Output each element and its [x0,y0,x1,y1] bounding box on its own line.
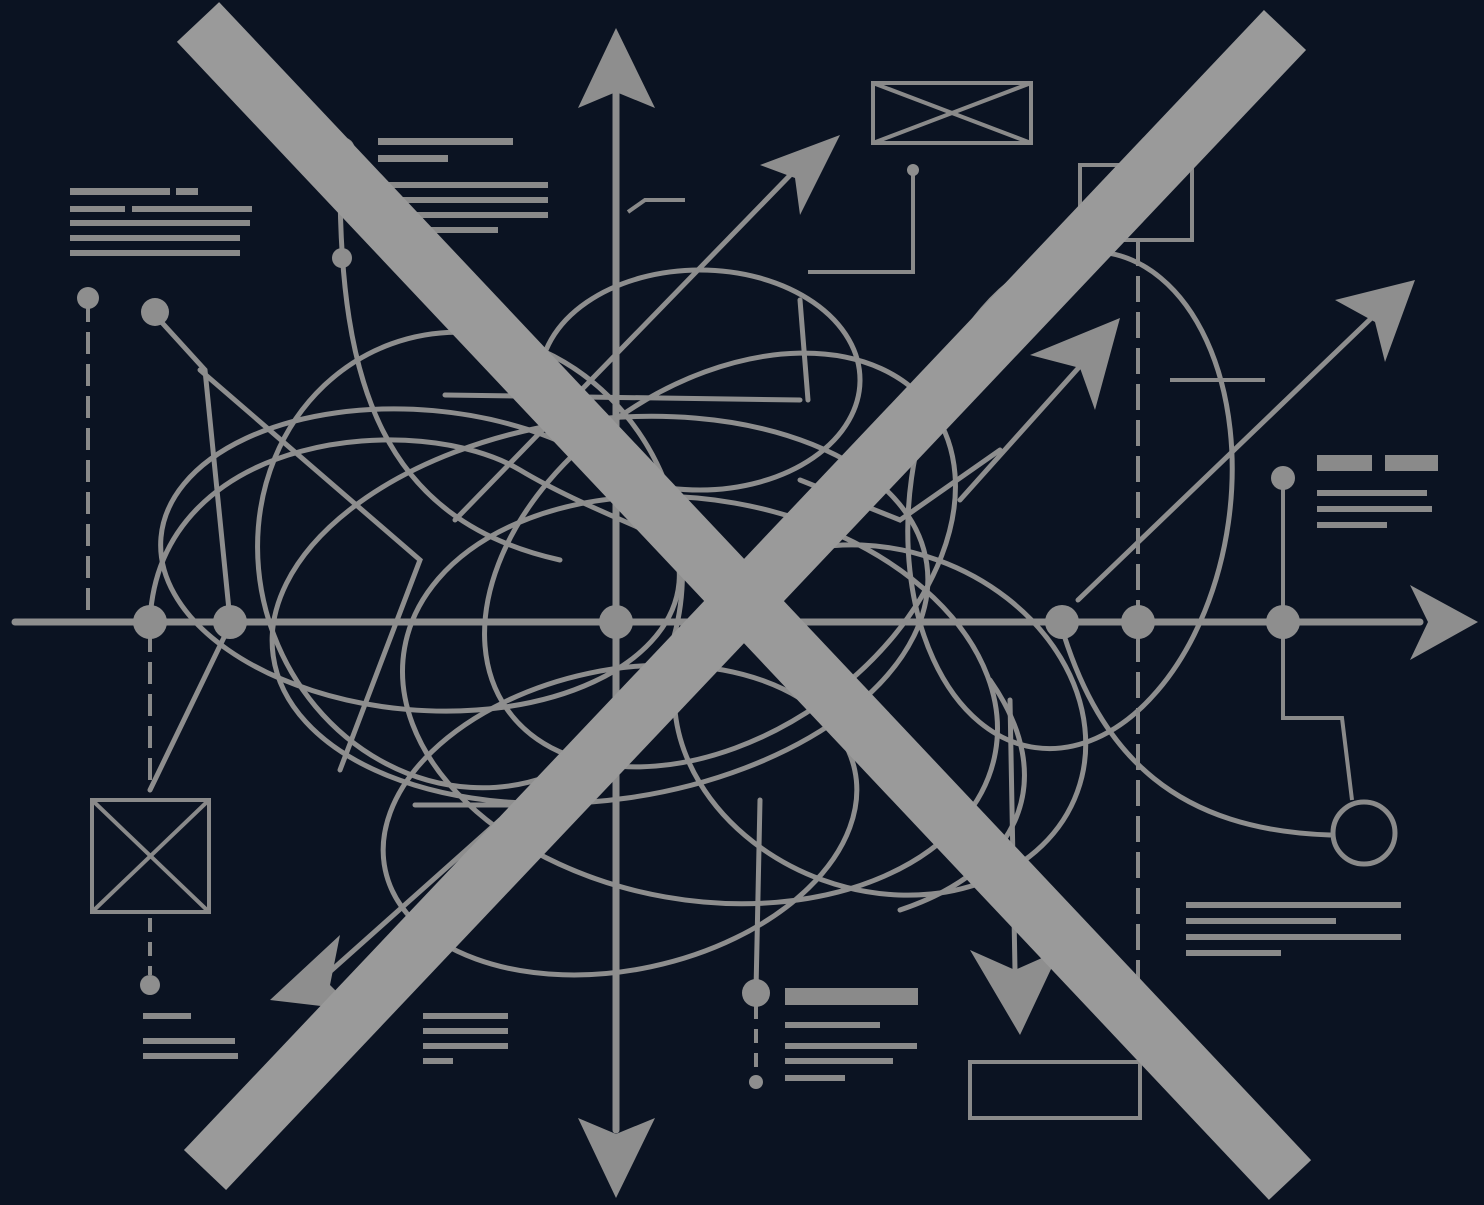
text-block-right [1317,455,1438,528]
text-block-top-left [70,188,252,256]
arrow-icon [1030,318,1120,410]
crossed-box-icon [873,83,1031,143]
pin-icon [742,979,770,1007]
crossed-boxes [92,83,1192,1118]
node-icon [1121,605,1155,639]
node-icon [1045,605,1079,639]
text-block-bottom-center-left [423,1013,508,1064]
pin-icon [1271,466,1295,490]
empty-box [970,1062,1140,1118]
arrow-icon [1335,280,1415,362]
node-icon [213,605,247,639]
text-block-bottom-left [143,1013,238,1059]
node-icon [133,605,167,639]
text-block-bottom-center [785,988,918,1081]
node-icon [1266,605,1300,639]
crossed-box-icon [92,800,209,912]
pin-icon [141,298,169,326]
pin-icon [907,164,919,176]
node-icon [599,605,633,639]
ring-icon [1333,802,1395,864]
pin-icon [749,1075,763,1089]
arrow-icon [760,135,840,215]
pin-icon [140,975,160,995]
pin-icon [77,287,99,309]
pin-icon [332,248,352,268]
x-mark-icon [198,22,1290,1180]
text-block-bottom-right [1186,902,1401,956]
